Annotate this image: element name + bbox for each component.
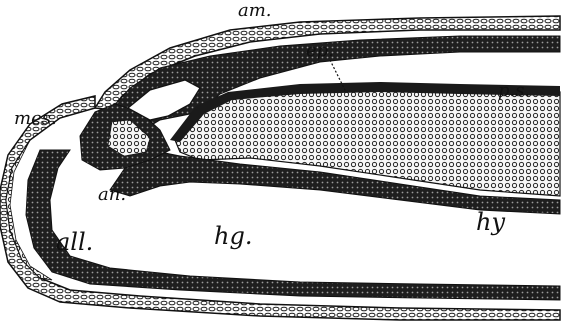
label-an: an.	[98, 184, 126, 205]
label-am: am.	[238, 0, 272, 21]
label-hg: hg.	[214, 222, 252, 250]
label-ep: ep.	[306, 40, 334, 61]
label-ps: p.s.	[498, 80, 530, 101]
label-mes: mes.	[14, 108, 57, 129]
label-all: all.	[56, 228, 93, 256]
label-hy: hy	[476, 208, 505, 236]
